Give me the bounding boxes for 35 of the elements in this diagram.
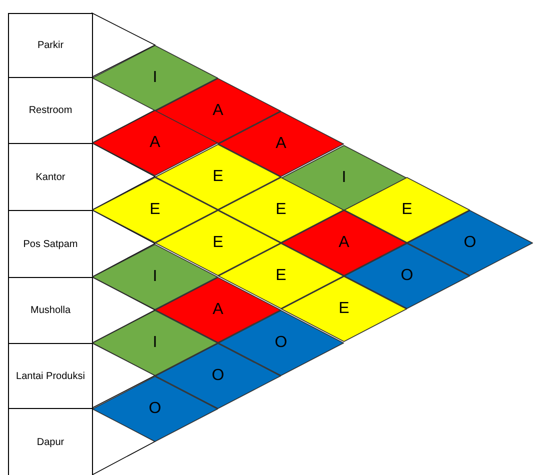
department-box [8,343,93,409]
relationship-code: E [402,201,412,220]
relationship-code: O [400,266,414,285]
relationship-code: A [338,234,350,252]
relationship-code: I [152,68,158,86]
department-label: Musholla [30,305,71,316]
department-label: Dapur [36,436,64,448]
relationship-code: O [464,234,476,252]
department-box [8,210,93,278]
department-box [8,13,93,78]
relationship-code: E [338,300,350,318]
department-box [8,408,93,475]
department-label: Restroom [28,105,72,116]
relationship-code: E [150,201,160,219]
department-box [8,277,93,344]
relationship-code: E [276,267,286,285]
relationship-code: I [152,334,158,352]
department-label: Lantai Produksi [16,370,85,382]
relationship-code: I [342,168,346,186]
relationship-code: I [152,268,158,286]
relationship-code: A [150,134,160,152]
relationship-code: A [212,300,224,318]
department-label: Kantor [36,172,66,182]
relationship-code: O [148,400,162,418]
relationship-code: E [212,168,224,186]
relationship-code: A [276,135,286,154]
relationship-code: E [276,201,286,219]
relationship-code: O [212,366,224,385]
department-box [8,143,93,211]
relationship-code: O [274,334,288,352]
department-box [8,77,93,144]
relationship-code: A [212,102,224,120]
relationship-code: E [212,234,224,252]
department-label: Pos Satpam [23,238,78,250]
department-label: Parkir [37,40,64,51]
